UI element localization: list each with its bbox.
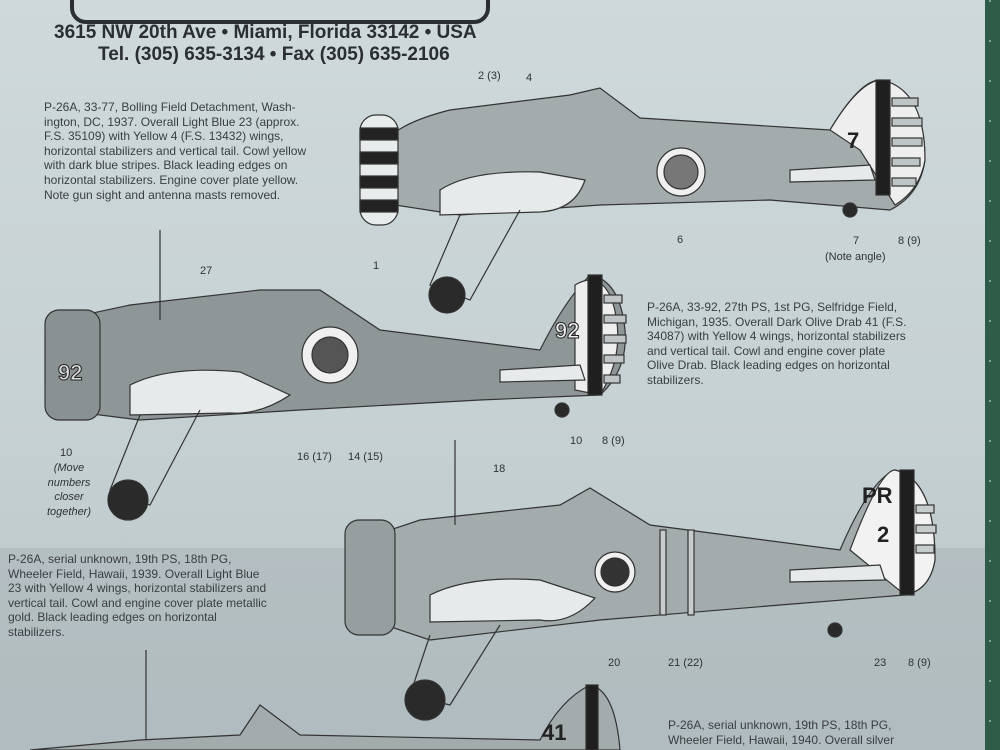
tail-code: PR xyxy=(862,483,893,508)
cowl-number: 92 xyxy=(57,360,83,386)
desc-line: 23 with Yellow 4 wings, horizontal stabi… xyxy=(8,581,267,596)
desc-line: and vertical tail. Cowl and engine cover… xyxy=(647,343,886,358)
callout: 6 xyxy=(677,234,684,246)
callout: 20 xyxy=(608,657,621,669)
tail-number: 2 xyxy=(877,522,890,547)
tail-number: 92 xyxy=(554,318,580,344)
desc-line: P-26A, 33-77, Bolling Field Detachment, … xyxy=(44,100,296,114)
profile-4-drawing xyxy=(29,650,621,750)
phone-line: Tel. (305) 635-3134 • Fax (305) 635-2106 xyxy=(98,44,450,65)
desc-line: ington, DC, 1937. Overall Light Blue 23 … xyxy=(44,114,300,129)
callout: 10 xyxy=(570,435,583,447)
desc-line: P-26A, 33-92, 27th PS, 1st PG, Selfridge… xyxy=(647,300,898,314)
profile-1-description: P-26A, 33-77, Bolling Field Detachment, … xyxy=(44,100,306,202)
desc-line: P-26A, serial unknown, 19th PS, 18th PG, xyxy=(668,718,892,732)
note-line: numbers xyxy=(47,476,91,489)
profile-3-drawing xyxy=(344,440,937,721)
callout: 10 xyxy=(60,447,73,459)
address-line: 3615 NW 20th Ave • Miami, Florida 33142 … xyxy=(54,22,477,43)
callout: 14 (15) xyxy=(348,451,383,463)
desc-line: Note gun sight and antenna masts removed… xyxy=(44,187,281,202)
logo-banner xyxy=(70,0,490,24)
profile-2-description: P-26A, 33-92, 27th PS, 1st PG, Selfridge… xyxy=(647,300,906,388)
callout: 8 (9) xyxy=(898,235,921,247)
desc-line: horizontal stabilizers and vertical tail… xyxy=(44,143,307,158)
callout-note: (Note angle) xyxy=(825,251,886,263)
callout: 16 (17) xyxy=(297,451,332,463)
desc-line: stabilizers. xyxy=(647,372,704,387)
profile-1-drawing xyxy=(359,79,926,314)
profile-2-drawing xyxy=(44,230,627,521)
desc-line: stabilizers. xyxy=(8,624,65,639)
callout: 23 xyxy=(874,657,887,669)
tail-number: 7 xyxy=(847,128,860,153)
callout: 8 (9) xyxy=(602,435,625,447)
desc-line: P-26A, serial unknown, 19th PS, 18th PG, xyxy=(8,552,232,566)
note-line: together) xyxy=(46,505,92,518)
callout: 7 xyxy=(853,235,860,247)
callout: 4 xyxy=(526,72,533,84)
callout-note: (Move numbers closer together) xyxy=(46,461,92,519)
desc-line: horizontal stabilizers. Engine cover pla… xyxy=(44,172,299,187)
desc-line: Wheeler Field, Hawaii, 1939. Overall Lig… xyxy=(8,566,260,581)
desc-line: Wheeler Field, Hawaii, 1940. Overall sil… xyxy=(668,732,895,747)
callout: 27 xyxy=(200,265,213,277)
desc-line: with dark blue stripes. Black leading ed… xyxy=(44,158,288,173)
desc-line: F.S. 35109) with Yellow 4 (F.S. 13432) w… xyxy=(44,129,284,144)
cutting-mat xyxy=(985,0,1000,750)
desc-line: vertical tail. Cowl and engine cover pla… xyxy=(8,595,267,610)
profile-3-description: P-26A, serial unknown, 19th PS, 18th PG,… xyxy=(8,552,267,640)
callout: 1 xyxy=(373,260,380,272)
note-line: (Move xyxy=(53,462,85,474)
profile-4-description: P-26A, serial unknown, 19th PS, 18th PG,… xyxy=(668,718,894,747)
callout: 18 xyxy=(493,463,506,475)
callout: 2 (3) xyxy=(478,70,501,82)
note-line: closer xyxy=(54,491,84,503)
callout: 21 (22) xyxy=(668,657,703,669)
callout: 8 (9) xyxy=(908,657,931,669)
desc-line: Olive Drab. Black leading edges on horiz… xyxy=(647,358,890,373)
tail-number: 41 xyxy=(542,720,567,745)
desc-line: Michigan, 1935. Overall Dark Olive Drab … xyxy=(647,314,907,329)
desc-line: gold. Black leading edges on horizontal xyxy=(8,610,217,625)
desc-line: 34087) with Yellow 4 wings, horizontal s… xyxy=(647,329,906,344)
